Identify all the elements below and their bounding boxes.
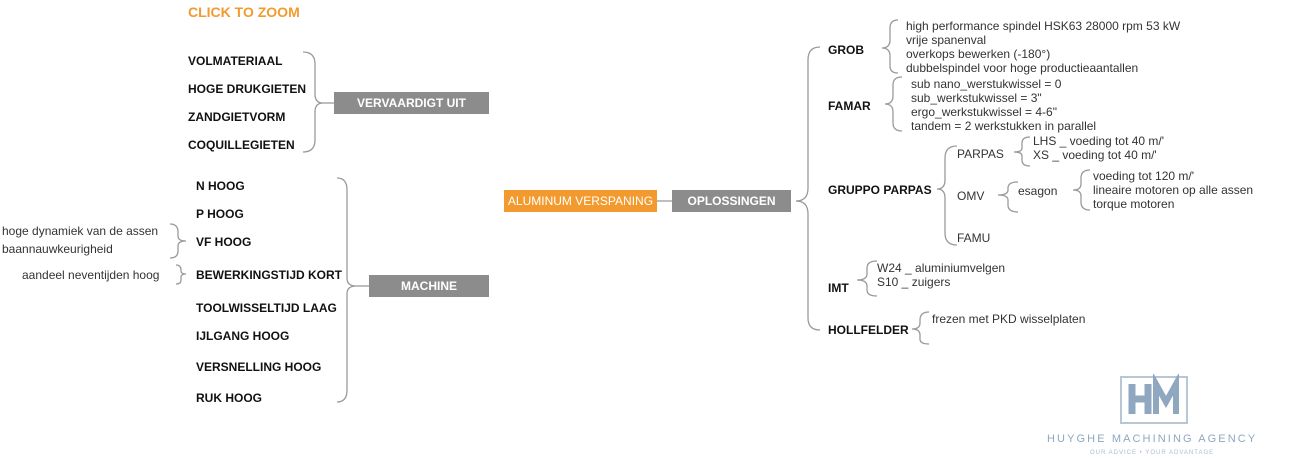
famar-note: tandem = 2 werkstukken in parallel (911, 119, 1097, 133)
grob-note: dubbelspindel voor hoge productieaantall… (906, 61, 1139, 75)
node-oplossingen: OPLOSSINGEN (672, 190, 791, 212)
grob-note: vrije spanenval (906, 33, 987, 47)
machine-item: TOOLWISSELTIJD LAAG (196, 301, 337, 315)
esagon-note: lineaire motoren op alle assen (1093, 183, 1254, 197)
bewerking-note: aandeel neventijden hoog (22, 268, 160, 282)
esagon-note: voeding tot 120 m/' (1093, 169, 1195, 183)
logo-tagline: OUR ADVICE • YOUR ADVANTAGE (1090, 450, 1215, 456)
hm-logo-mark (1120, 374, 1188, 424)
grob-note: high performance spindel HSK63 28000 rpm… (906, 19, 1181, 33)
famar-note: ergo_werkstukwissel = 4-6" (911, 105, 1057, 119)
logo-company-name: HUYGHE MACHINING AGENCY (1047, 433, 1258, 445)
imt-note: S10 _ zuigers (877, 275, 951, 289)
esagon-note: torque motoren (1093, 197, 1175, 211)
grob-note: overkops bewerken (-180°) (906, 47, 1051, 61)
machine-item: IJLGANG HOOG (196, 329, 290, 343)
brand-hollfelder: HOLLFELDER (828, 323, 909, 337)
vervaardigt-item: ZANDGIETVORM (188, 110, 286, 124)
famar-note: sub_werkstukwissel = 3" (911, 91, 1042, 105)
node-aluminum-verspaning: ALUMINUM VERSPANING (504, 190, 657, 212)
vervaardigt-item: VOLMATERIAAL (188, 54, 283, 68)
famu-label: FAMU (957, 231, 991, 245)
famar-note: sub nano_werstukwissel = 0 (911, 77, 1062, 91)
node-machine: MACHINE (369, 275, 489, 297)
brand-gruppo-parpas: GRUPPO PARPAS (828, 183, 932, 197)
imt-note: W24 _ aluminiumvelgen (877, 261, 1006, 275)
node-vervaardigt-uit: VERVAARDIGT UIT (334, 92, 489, 114)
esagon-label: esagon (1018, 184, 1058, 198)
vervaardigt-item: COQUILLEGIETEN (188, 138, 295, 152)
brand-famar: FAMAR (828, 99, 871, 113)
click-to-zoom-link[interactable]: CLICK TO ZOOM (188, 4, 300, 20)
machine-item: P HOOG (196, 207, 244, 221)
machine-item: N HOOG (196, 179, 245, 193)
vf-note: baannauwkeurigheid (2, 242, 113, 256)
machine-item: BEWERKINGSTIJD KORT (196, 268, 343, 282)
parpas-label: PARPAS (957, 147, 1004, 161)
omv-label: OMV (957, 189, 985, 203)
brand-grob: GROB (828, 43, 864, 57)
vervaardigt-item: HOGE DRUKGIETEN (188, 82, 307, 96)
machine-item: RUK HOOG (196, 391, 262, 405)
parpas-note: XS _ voeding tot 40 m/' (1033, 148, 1157, 162)
brand-imt: IMT (828, 281, 849, 295)
vf-note: hoge dynamiek van de assen (2, 224, 159, 238)
machine-item: VF HOOG (196, 235, 252, 249)
machine-item: VERSNELLING HOOG (196, 360, 322, 374)
parpas-note: LHS _ voeding tot 40 m/' (1033, 134, 1165, 148)
hollfelder-note: frezen met PKD wisselplaten (932, 312, 1086, 326)
